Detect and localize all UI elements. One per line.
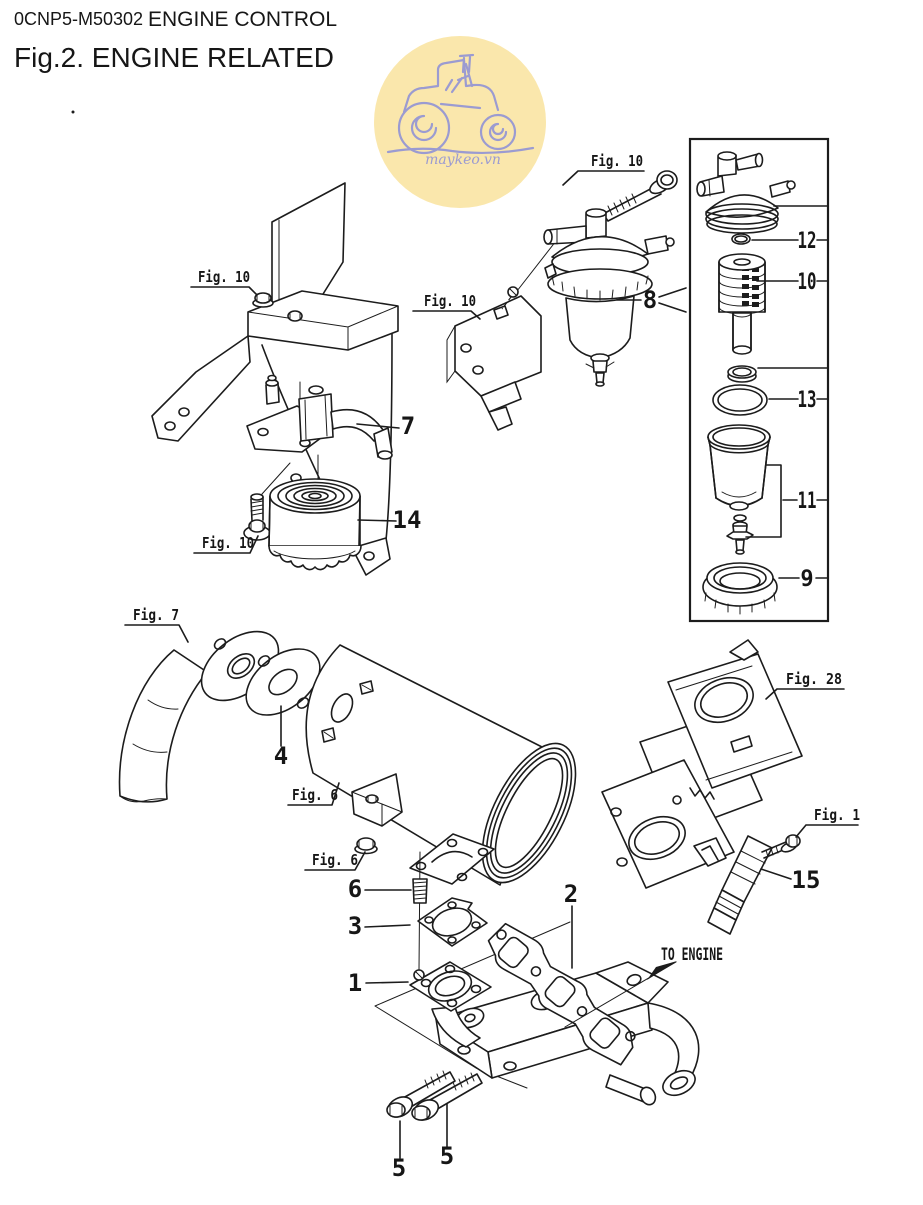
callout-part-8: 8	[616, 286, 687, 314]
doc-code: 0CNP5-M50302	[14, 9, 143, 29]
watermark: maykeo.vn	[374, 36, 546, 208]
callout-part-10: 10	[756, 270, 829, 295]
muffler-clamp-nut	[321, 680, 374, 743]
callout-part-2: 2	[564, 880, 578, 969]
fig-ref-label: Fig. 10	[202, 534, 254, 552]
watermark-circle	[374, 36, 546, 208]
control-bracket-assembly	[601, 639, 803, 889]
drain-valve	[726, 521, 754, 555]
exhaust-gasket-4	[245, 648, 321, 716]
part-number: 5	[392, 1154, 406, 1182]
callout-part-6: 6	[348, 875, 412, 903]
water-separator-assembly	[543, 208, 675, 387]
callout-part-5a: 5	[392, 1120, 406, 1182]
part-number: 8	[643, 286, 657, 314]
stud-6	[412, 878, 428, 904]
fig-ref-label: Fig. 10	[198, 268, 250, 286]
fig-ref-muffler-nut: Fig. 6	[304, 851, 366, 871]
bracket-nut	[252, 292, 274, 308]
part-number: 5	[440, 1142, 454, 1170]
part-number: 13	[798, 388, 817, 413]
separator-bowl	[565, 295, 635, 387]
callout-part-11: 11	[782, 489, 829, 514]
manifold-group: TO ENGINE 6 3 1 2 5 5	[348, 851, 723, 1182]
bracket-bolt	[287, 310, 303, 322]
o-ring-12	[731, 233, 751, 245]
fig-ref-label: Fig. 7	[133, 606, 179, 624]
fig-ref-label: Fig. 6	[312, 851, 358, 869]
fig-ref-shield-bracket: Fig. 10	[190, 268, 258, 296]
fig-ref-label: Fig. 1	[814, 806, 860, 824]
manifold-bolt-5a	[386, 1070, 456, 1118]
callout-part-3: 3	[348, 912, 411, 940]
muffler	[305, 644, 577, 886]
separator-bracket	[446, 240, 557, 431]
fuel-cock-assembly	[246, 374, 393, 495]
callout-part-7: 7	[356, 412, 415, 440]
part-number: 15	[792, 866, 821, 894]
fig-ref-label: Fig. 28	[786, 670, 842, 688]
part-number: 3	[348, 912, 362, 940]
callout-part-1: 1	[348, 969, 409, 997]
callout-part-5b: 5	[440, 1103, 454, 1170]
fig-ref-muffler-bracket: Fig. 6	[287, 782, 340, 806]
to-engine-annotation: TO ENGINE	[564, 945, 723, 1028]
part-number: 10	[798, 270, 817, 295]
part-number: 4	[274, 742, 288, 770]
fig-ref-bolt-top-right: Fig. 10	[562, 152, 645, 186]
separator-cap	[543, 208, 675, 301]
fig-ref-tail-pipe: Fig. 7	[124, 606, 189, 643]
stray-dot	[71, 110, 75, 114]
callout-part-15: 15	[760, 866, 821, 894]
muffler-flange-nut	[354, 837, 378, 855]
cock-body	[298, 385, 393, 460]
primer-plug	[265, 374, 280, 405]
heat-shield-bracket	[151, 182, 399, 576]
fuel-filter-cartridge	[268, 478, 362, 571]
sensor-15	[707, 835, 773, 935]
part-number: 14	[393, 506, 422, 534]
manifold-gasket-2	[487, 922, 636, 1066]
o-ring-13	[712, 384, 768, 416]
watermark-text: maykeo.vn	[425, 152, 501, 168]
fig-ref-sensor-bolt: Fig. 1	[795, 806, 860, 838]
fig-ref-control-bracket: Fig. 28	[765, 670, 845, 700]
part-number: 9	[800, 567, 813, 592]
figure-title: Fig.2. ENGINE RELATED	[14, 42, 334, 73]
part-number: 11	[798, 489, 817, 514]
callout-part-14: 14	[357, 506, 422, 534]
part-number: 6	[348, 875, 362, 903]
muffler-bracket	[351, 773, 403, 827]
manifold-bolt-5b	[411, 1072, 483, 1121]
part-number: 7	[401, 412, 415, 440]
filter-element-10	[718, 253, 766, 355]
callout-part-12: 12	[751, 229, 829, 254]
separator-head	[696, 151, 829, 234]
ring-nut-9	[702, 562, 778, 615]
fig-ref-filter-bolt: Fig. 10	[193, 534, 259, 554]
fig-ref-separator-bracket: Fig. 10	[412, 292, 481, 320]
elbow-flange-1	[409, 961, 492, 1048]
tractor-icon	[386, 53, 535, 155]
to-engine-arrow	[647, 961, 677, 980]
callout-part-9: 9	[778, 567, 829, 592]
gasket-3	[417, 897, 488, 947]
separator-cup-11	[707, 424, 782, 555]
sensor-bolt	[761, 834, 801, 859]
fig-ref-label: Fig. 10	[591, 152, 643, 170]
fig-ref-label: Fig. 6	[292, 786, 338, 804]
exploded-parts-box: 12 10 13 11 9	[688, 137, 830, 623]
header: 0CNP5-M50302 ENGINE CONTROL Fig.2. ENGIN…	[14, 8, 337, 114]
part-number: 12	[798, 229, 817, 254]
section-title: ENGINE CONTROL	[148, 8, 337, 31]
part-number: 1	[348, 969, 362, 997]
muffler-outlet-plate	[409, 833, 495, 885]
collar-ring	[727, 365, 757, 383]
part-number: 2	[564, 880, 578, 908]
to-engine-label: TO ENGINE	[661, 945, 723, 965]
callout-part-13: 13	[768, 388, 829, 413]
fig-ref-label: Fig. 10	[424, 292, 476, 310]
callout-part-4: 4	[274, 705, 288, 770]
